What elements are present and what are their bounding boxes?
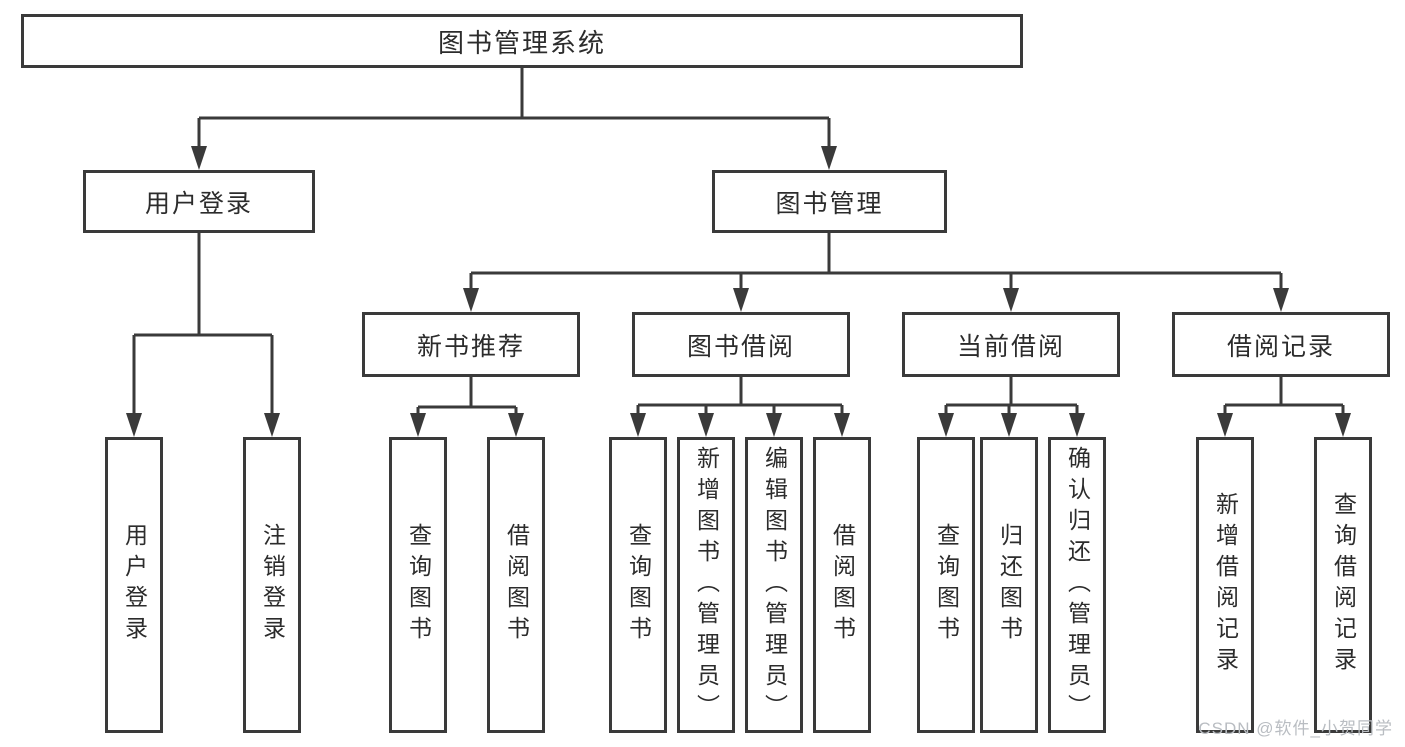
csdn-watermark: CSDN @软件_小贺同学 [1198, 719, 1393, 738]
leaf-borrow-books-borrowing: 借阅图书 [813, 437, 871, 733]
leaf-label: 新增借阅记录 [1212, 492, 1239, 678]
node-label: 当前借阅 [956, 332, 1065, 361]
connector-root-to-level2 [197, 68, 831, 150]
leaf-edit-books-admin: 编辑图书（管理员） [745, 437, 803, 733]
connector-new-book-branch [416, 377, 518, 417]
leaf-confirm-return-admin: 确认归还（管理员） [1048, 437, 1106, 733]
leaf-label: 归还图书 [996, 523, 1023, 647]
leaf-add-borrow-record: 新增借阅记录 [1196, 437, 1254, 733]
leaf-label: 确认归还（管理员） [1064, 445, 1091, 725]
connector-user-login-branch [132, 233, 274, 417]
leaf-query-borrow-record: 查询借阅记录 [1314, 437, 1372, 733]
leaf-label: 查询图书 [933, 523, 960, 647]
connector-borrow-records-branch [1223, 377, 1345, 417]
connector-current-borrow-branch [944, 377, 1079, 417]
leaf-label: 新增图书（管理员） [693, 445, 720, 725]
node-new-book-recommend: 新书推荐 [362, 312, 580, 377]
node-book-management: 图书管理 [712, 170, 947, 233]
node-label: 图书借阅 [686, 332, 795, 361]
connector-book-borrow-branch [636, 377, 844, 417]
leaf-label: 查询图书 [405, 523, 432, 647]
leaf-user-login: 用户登录 [105, 437, 163, 733]
leaf-query-books-borrowing: 查询图书 [609, 437, 667, 733]
node-label: 新书推荐 [416, 332, 525, 361]
node-label: 用户登录 [144, 189, 253, 218]
node-current-borrowing: 当前借阅 [902, 312, 1120, 377]
leaf-return-books: 归还图书 [980, 437, 1038, 733]
node-library-system: 图书管理系统 [21, 14, 1023, 68]
leaf-label: 查询借阅记录 [1330, 492, 1357, 678]
leaf-label: 查询图书 [625, 523, 652, 647]
node-user-login: 用户登录 [83, 170, 315, 233]
leaf-query-books-recommend: 查询图书 [389, 437, 447, 733]
connector-book-mgmt-branch [469, 233, 1283, 292]
leaf-add-books-admin: 新增图书（管理员） [677, 437, 735, 733]
node-label: 图书管理系统 [437, 27, 606, 58]
leaf-label: 编辑图书（管理员） [761, 445, 788, 725]
leaf-borrow-books-recommend: 借阅图书 [487, 437, 545, 733]
leaf-logout: 注销登录 [243, 437, 301, 733]
leaf-label: 用户登录 [121, 523, 148, 647]
node-label: 借阅记录 [1226, 332, 1335, 361]
node-label: 图书管理 [775, 189, 884, 218]
leaf-label: 借阅图书 [503, 523, 530, 647]
node-book-borrowing: 图书借阅 [632, 312, 850, 377]
leaf-query-books-current: 查询图书 [917, 437, 975, 733]
arrowheads [126, 146, 1351, 437]
leaf-label: 注销登录 [259, 523, 286, 647]
leaf-label: 借阅图书 [829, 523, 856, 647]
node-borrowing-records: 借阅记录 [1172, 312, 1390, 377]
